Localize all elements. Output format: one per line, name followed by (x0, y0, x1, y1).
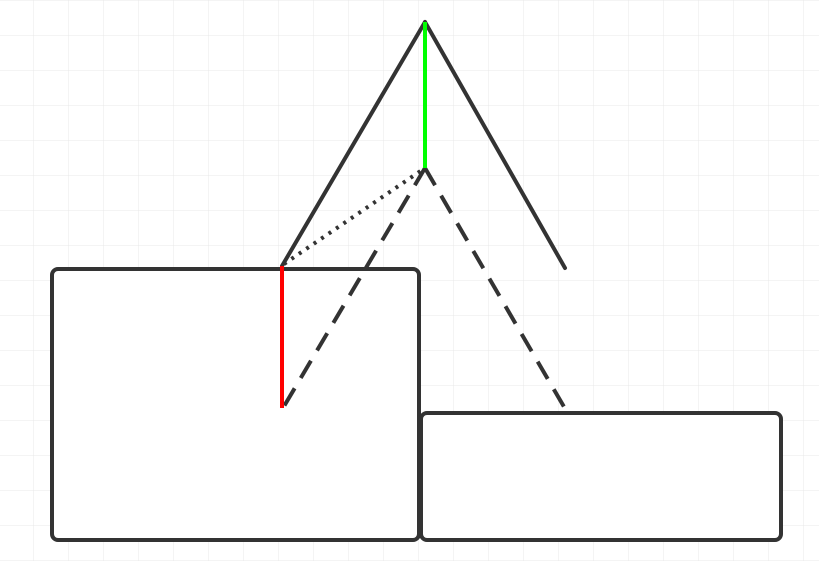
apex-left-edge[interactable] (280, 20, 427, 268)
dashed-right[interactable] (423, 166, 569, 414)
dashed-left[interactable] (281, 166, 427, 410)
dotted-connector[interactable] (282, 166, 427, 266)
left-box[interactable] (50, 267, 421, 542)
right-box[interactable] (419, 411, 783, 542)
apex-right-edge[interactable] (423, 20, 567, 270)
